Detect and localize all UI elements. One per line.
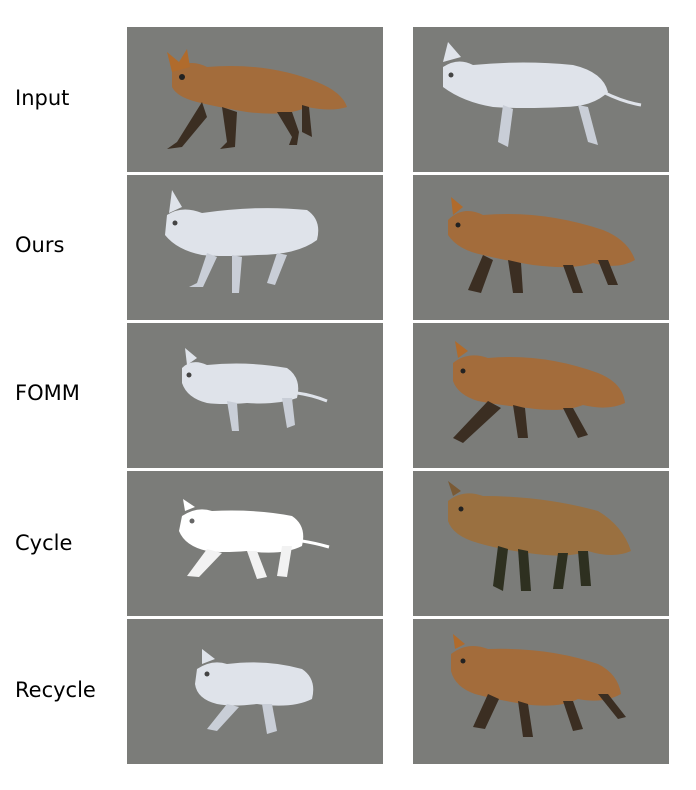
cell-ours-left [127, 175, 383, 320]
fox-image [453, 341, 625, 443]
row-label-cycle: Cycle [15, 531, 73, 555]
fox-image [167, 49, 347, 149]
fox-image [448, 481, 631, 591]
dog-image [443, 42, 642, 147]
cell-cycle-right [413, 471, 669, 616]
row-label-input: Input [15, 86, 70, 110]
cell-fomm-left [127, 323, 383, 468]
dog-image [182, 348, 328, 431]
row-label-ours: Ours [15, 233, 65, 257]
fox-image [448, 197, 635, 293]
cell-input-right [413, 27, 669, 172]
row-label-fomm: FOMM [15, 381, 80, 405]
cell-input-left [127, 27, 383, 172]
fox-image [451, 634, 626, 737]
cell-fomm-right [413, 323, 669, 468]
cell-cycle-left [127, 471, 383, 616]
cell-recycle-left [127, 619, 383, 764]
cell-ours-right [413, 175, 669, 320]
dog-image [179, 499, 330, 579]
row-label-recycle: Recycle [15, 678, 96, 702]
dog-image [165, 190, 319, 293]
cell-recycle-right [413, 619, 669, 764]
dog-image [195, 649, 314, 734]
